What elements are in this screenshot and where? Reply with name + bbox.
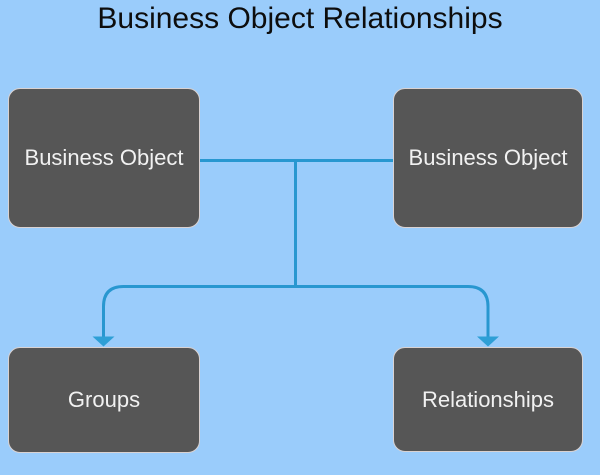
node-groups: Groups <box>8 347 200 453</box>
node-label: Business Object <box>408 145 568 170</box>
node-label: Relationships <box>421 386 555 412</box>
node-label: Groups <box>67 387 141 412</box>
arrowhead-right <box>477 336 499 347</box>
node-relationships: Relationships <box>393 347 583 452</box>
diagram-title: Business Object Relationships <box>97 2 503 35</box>
connector-branch <box>102 285 490 338</box>
node-business-object-left: Business Object <box>8 88 200 228</box>
arrowhead-left <box>92 336 115 347</box>
node-business-object-right: Business Object <box>393 88 583 228</box>
node-label: Business Object <box>24 145 184 170</box>
